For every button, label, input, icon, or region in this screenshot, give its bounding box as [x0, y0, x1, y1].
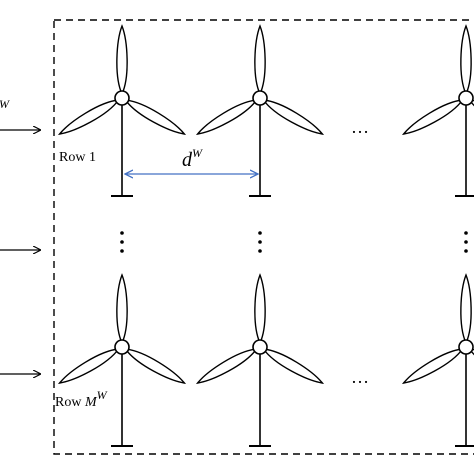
wind-turbine-icon	[401, 273, 474, 447]
vertical-ellipsis-col-2	[258, 231, 262, 253]
wind-turbine-icon	[57, 273, 187, 447]
turbine-blade	[254, 24, 266, 96]
spacing-label: dW	[182, 146, 203, 171]
vertical-ellipsis-col-1	[120, 231, 124, 253]
turbine-hub	[458, 90, 474, 106]
turbine-blade	[261, 99, 325, 135]
turbine-blade	[116, 24, 128, 96]
turbine-hub	[114, 90, 130, 106]
turbine-blade	[401, 348, 465, 384]
turbine-blade	[261, 348, 325, 384]
turbine-blade	[460, 24, 472, 96]
turbine-blade	[460, 273, 472, 345]
turbine-blade	[57, 348, 121, 384]
inflow-label-superscript: W	[0, 97, 10, 111]
turbine-hub	[114, 339, 130, 355]
farm-boundary	[53, 19, 474, 455]
turbine-blade	[57, 99, 121, 135]
row-1-label: Row 1	[59, 150, 96, 165]
turbine-blade	[401, 99, 465, 135]
turbine-blade	[116, 273, 128, 345]
turbine-hub	[252, 90, 268, 106]
wind-turbine-icon	[57, 24, 187, 197]
turbine-hub	[458, 339, 474, 355]
turbine-blade	[254, 273, 266, 345]
row-last-ellipsis: …	[351, 367, 369, 387]
wind-turbine-icon	[401, 24, 474, 197]
turbine-blade	[123, 99, 187, 135]
wind-turbine-icon	[195, 273, 325, 447]
row-last-label: Row MW	[55, 388, 108, 410]
wind-turbine-icon	[195, 24, 325, 197]
turbine-array	[57, 24, 474, 447]
turbine-hub	[252, 339, 268, 355]
turbine-blade	[123, 348, 187, 384]
row-1-ellipsis: …	[351, 117, 369, 137]
turbine-blade	[195, 348, 259, 384]
vertical-ellipsis-col-3	[464, 231, 468, 253]
turbine-blade	[195, 99, 259, 135]
